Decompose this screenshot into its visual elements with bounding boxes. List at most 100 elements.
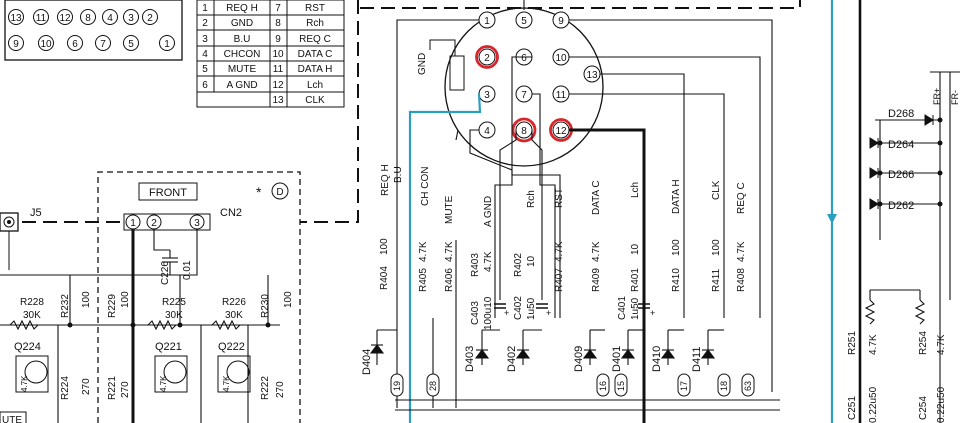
j5-label: J5 — [30, 207, 42, 219]
svg-text:R407: R407 — [554, 268, 565, 292]
diode-label: D402 — [506, 346, 518, 372]
transistor-q224: Q224 4.7K — [14, 341, 49, 393]
svg-text:C254: C254 — [918, 396, 929, 420]
din-pin-label: 1 — [484, 16, 490, 27]
diode-labels-mid: D404 D403 D402 D409 D401 D410 D411 — [361, 346, 703, 375]
din-pin: 4 — [478, 121, 496, 139]
pin-table-row: 5 MUTE 11 DATA H — [202, 64, 332, 75]
bottom-connector-tags: 19 28 16 15 17 18 63 — [390, 373, 755, 397]
pin-signal-name: B.U — [234, 34, 251, 45]
connector-pin-label: 9 — [13, 39, 19, 50]
din-pin-label: 2 — [484, 53, 490, 64]
svg-text:19: 19 — [392, 381, 402, 391]
pin-number: 8 — [275, 18, 281, 29]
svg-text:1u50: 1u50 — [630, 297, 641, 320]
svg-text:R222: R222 — [260, 376, 271, 400]
highlight-ring-pin-2 — [475, 45, 499, 69]
svg-text:4.7K: 4.7K — [591, 241, 602, 262]
cn2-pin-label: 2 — [151, 218, 157, 229]
din-pin-label: 3 — [484, 90, 490, 101]
svg-text:4.7K: 4.7K — [418, 241, 429, 262]
cap-plus-signs: +++ — [504, 308, 655, 318]
svg-text:R226: R226 — [222, 297, 246, 308]
pin-table-row: 4 CHCON 10 DATA C — [202, 49, 332, 60]
connector-tag: 28 — [426, 373, 440, 397]
diode-label: D264 — [888, 139, 914, 151]
fr-plus-label: FR+ — [932, 88, 942, 105]
din-pin: 8 — [515, 121, 533, 139]
pin-signal-name: DATA H — [298, 64, 333, 75]
svg-text:18: 18 — [719, 381, 729, 391]
svg-text:100: 100 — [283, 291, 294, 308]
svg-text:10: 10 — [526, 255, 537, 267]
signal-label: CH CON — [420, 167, 431, 206]
connector-pin-label: 10 — [40, 39, 52, 50]
resistor-r407: R407 4.7K — [554, 241, 565, 292]
svg-text:4.7K: 4.7K — [554, 241, 565, 262]
connector-pin-label: 6 — [72, 39, 78, 50]
svg-text:30K: 30K — [165, 310, 183, 321]
connector-pin-label: 2 — [147, 13, 153, 24]
transistor-q221: Q221 4.7K — [154, 341, 188, 393]
pin-signal-name: RST — [305, 3, 325, 14]
din-pin: 7 — [515, 85, 533, 103]
signal-label: DATA H — [671, 179, 682, 214]
din-pin: 11 — [552, 85, 570, 103]
svg-text:63: 63 — [743, 381, 753, 391]
pin-number: 6 — [202, 80, 208, 91]
pin-number: 1 — [202, 3, 208, 14]
pin-table-row: 2 GND 8 Rch — [202, 18, 324, 29]
pin-table-row: 1 REQ H 7 RST — [202, 3, 325, 14]
signal-label: RST — [554, 188, 565, 208]
svg-text:C251: C251 — [847, 396, 858, 420]
pin-signal-name: CHCON — [224, 49, 261, 60]
diode-label: D262 — [888, 200, 914, 212]
svg-text:+: + — [546, 308, 551, 318]
cn2-pin-label: 1 — [130, 218, 136, 229]
pin-number: 10 — [272, 49, 284, 60]
diode-label: D268 — [888, 108, 914, 120]
svg-text:4.7K: 4.7K — [20, 375, 29, 392]
svg-text:16: 16 — [598, 381, 608, 391]
din-pin: 10 — [552, 48, 570, 66]
connector-tag: 19 — [390, 373, 404, 397]
din-pin: 13 — [583, 65, 601, 83]
din-pin-label: 13 — [586, 70, 598, 81]
svg-text:R405: R405 — [418, 268, 429, 292]
svg-text:+: + — [504, 308, 509, 318]
svg-text:R225: R225 — [162, 297, 186, 308]
front-panel-boundary — [97, 171, 301, 423]
svg-text:270: 270 — [275, 381, 286, 398]
svg-text:270: 270 — [120, 381, 131, 398]
din-pin-label: 4 — [484, 126, 490, 137]
svg-text:C402: C402 — [513, 296, 524, 320]
connector-pin-label: 5 — [128, 39, 134, 50]
signal-label: REQ C — [736, 182, 747, 214]
svg-text:100: 100 — [120, 291, 131, 308]
din-pin-label: 9 — [558, 16, 564, 27]
pin-signal-name: A GND — [226, 80, 257, 91]
connector-pin-label: 4 — [107, 13, 113, 24]
connector-tag: 15 — [614, 373, 628, 397]
svg-text:30K: 30K — [23, 310, 41, 321]
svg-text:4.7K: 4.7K — [483, 251, 494, 272]
connector-pin-label: 8 — [85, 13, 91, 24]
pin-signal-name: CLK — [305, 95, 325, 106]
cn2-label: CN2 — [220, 207, 242, 219]
svg-text:R224: R224 — [60, 376, 71, 400]
connector-pin-label: 11 — [36, 13, 47, 24]
fr-minus-label: FR- — [950, 90, 960, 105]
din-pin-label: 12 — [555, 126, 567, 137]
svg-text:R409: R409 — [591, 268, 602, 292]
bottom-bus — [395, 399, 780, 411]
svg-text:R404: R404 — [379, 266, 390, 290]
pin-number: 4 — [202, 49, 208, 60]
pin-signal-name: MUTE — [228, 64, 257, 75]
connector-pin-view: 13 11 12 8 4 3 2 9 10 6 7 5 1 — [4, 0, 183, 61]
